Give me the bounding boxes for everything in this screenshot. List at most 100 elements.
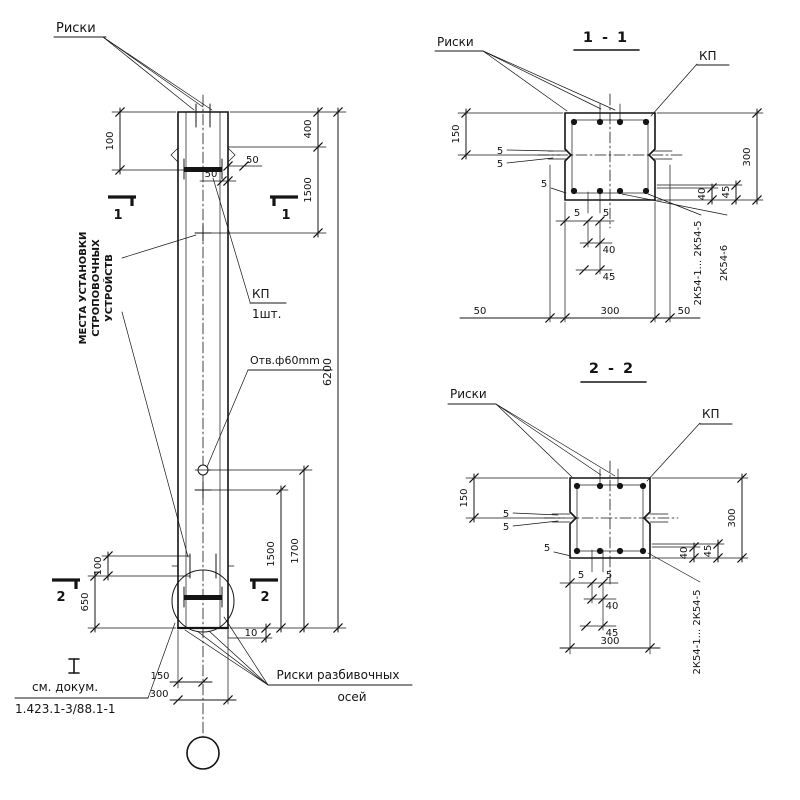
- section-1-1-riski-note: Риски: [434, 35, 616, 112]
- elevation-view: 1 1 2 2 Риски: [14, 21, 413, 770]
- dim-100-top: 100: [105, 107, 185, 175]
- dim-5-label: 5: [503, 509, 509, 520]
- section-1-1-dims-bottom-row: 50 300 50: [459, 164, 701, 323]
- bottom-axis-marks: [171, 553, 235, 579]
- axes-note-line2: осей: [337, 690, 366, 704]
- dim-10-label: 10: [245, 628, 258, 639]
- dim-150-label: 150: [459, 488, 470, 507]
- dim-5-label: 5: [574, 208, 580, 219]
- dim-300-label: 300: [742, 147, 753, 166]
- dim-40-label: 40: [697, 188, 708, 201]
- kp-label: КП: [702, 407, 720, 421]
- dim-5-label: 5: [606, 570, 612, 581]
- doc-note-line2: 1.423.1-3/88.1-1: [15, 702, 116, 716]
- dim-1500-bottom-label: 1500: [266, 541, 277, 566]
- dim-400-label: 400: [303, 119, 314, 138]
- riski-label: Риски: [437, 35, 474, 49]
- dim-300-base: 300: [149, 629, 237, 705]
- section-2-2-dim-150: 150: [459, 473, 569, 523]
- dim-5-label: 5: [503, 522, 509, 533]
- axes-note-line1: Риски разбивочных: [277, 668, 400, 682]
- doc-reference-note: см. докум. 1.423.1-3/88.1-1: [14, 622, 176, 716]
- dim-100-bottom: 100: [87, 551, 191, 581]
- section-1-1-dims-bottom-small: 5 5 40 45: [555, 208, 616, 283]
- dim-1500-top-label: 1500: [303, 177, 314, 202]
- dim-40-label: 40: [679, 547, 690, 560]
- axes-note: Риски разбивочных осей: [184, 616, 413, 704]
- section-2-2-dims-right: 40 45 300: [651, 473, 749, 563]
- lifting-note-line1: МЕСТА УСТАНОВКИ: [78, 232, 89, 345]
- dim-45-label: 45: [603, 272, 616, 283]
- kp-label: КП: [699, 49, 717, 63]
- lifting-note-line2: СТРОПОВОЧНЫХ: [91, 239, 102, 337]
- dim-300-label: 300: [600, 306, 619, 317]
- rebar-dots: [570, 118, 650, 195]
- dim-300-label: 300: [600, 636, 619, 647]
- section-marker-1-right: 1: [270, 195, 298, 223]
- section-marker-2-left: 2: [52, 578, 80, 605]
- dim-1500-bottom: 1500: [210, 485, 289, 633]
- section-2-2-view: 2 - 2 Риски: [447, 361, 749, 675]
- lifting-note-line3: УСТРОЙСТВ: [102, 254, 115, 322]
- detail-circle: [171, 569, 235, 633]
- section-2-2-riski-note: Риски: [447, 387, 616, 478]
- lifting-point-upper: [194, 224, 212, 242]
- section-2-2-kp-note: КП: [646, 407, 733, 482]
- dim-45-label: 45: [606, 628, 619, 639]
- section-2-number: 2: [56, 590, 65, 605]
- hole-note: Отв.ф60mm: [206, 354, 333, 468]
- dim-5-label: 5: [544, 543, 550, 554]
- dim-5-label: 5: [497, 146, 503, 157]
- roman-one-mark: [68, 658, 80, 674]
- dim-5-label: 5: [497, 159, 503, 170]
- kp-plate-top: [183, 158, 223, 180]
- section-1-1-dim-5-left: 5 5 5: [497, 146, 567, 194]
- dim-300-label: 300: [727, 508, 738, 527]
- dim-5-label: 5: [541, 179, 547, 190]
- dim-150-label: 150: [150, 671, 169, 682]
- section-1-number: 1: [281, 208, 290, 223]
- dim-40-label: 40: [603, 245, 616, 256]
- section-2-2-dims-bottom-small: 5 5 40 45: [559, 570, 619, 639]
- rebar-dots: [573, 482, 647, 555]
- axis-datum-circle: [186, 736, 220, 770]
- dim-5-label: 5: [578, 570, 584, 581]
- section-2-2-dim-300-bottom: 300: [559, 559, 661, 655]
- dim-40-label: 40: [606, 601, 619, 612]
- column-outline: [176, 94, 230, 738]
- section-2-2-title: 2 - 2: [580, 361, 647, 383]
- dim-150-base: 150: [150, 629, 213, 689]
- section-2-2-rebar-refs: 2К54-1... 2К54-5: [647, 552, 703, 675]
- riski-label: Риски: [56, 21, 96, 36]
- doc-note-line1: см. докум.: [32, 680, 98, 694]
- dim-50-label: 50: [678, 306, 691, 317]
- kp-qty-label: 1шт.: [252, 307, 281, 321]
- section-1-1-title-text: 1 - 1: [583, 30, 629, 46]
- kp-label: КП: [252, 287, 270, 301]
- section-1-1-view: 1 - 1 Риски: [434, 30, 764, 323]
- dim-50-a-label: 50: [205, 169, 218, 180]
- dim-650-label: 650: [80, 592, 91, 611]
- section-2-2-title-text: 2 - 2: [589, 361, 635, 377]
- rebar-ref-1: 2К54-1... 2К54-5: [692, 589, 703, 674]
- section-marker-2-right: 2: [250, 578, 278, 605]
- lifting-devices-note: МЕСТА УСТАНОВКИ СТРОПОВОЧНЫХ УСТРОЙСТВ: [78, 232, 197, 558]
- riski-note: Риски: [53, 21, 213, 111]
- dim-150-label: 150: [451, 124, 462, 143]
- dim-45-label: 45: [703, 545, 714, 558]
- section-1-1-kp-note: КП: [650, 49, 730, 117]
- top-axis-marks: [170, 103, 236, 163]
- lifting-point-lower: [194, 481, 212, 499]
- kp-plate-bottom: [183, 586, 223, 608]
- dim-45-label: 45: [721, 186, 732, 199]
- dim-300-label: 300: [149, 689, 168, 700]
- dim-100-label: 100: [105, 131, 116, 150]
- dim-1700: 1700: [207, 465, 313, 633]
- riski-label: Риски: [450, 387, 487, 401]
- section-2-2-body: [543, 460, 679, 585]
- dim-100-bottom-label: 100: [93, 556, 104, 575]
- section-1-1-rebar-refs: 2К54-1... 2К54-5 2К54-6: [621, 193, 730, 306]
- dim-5-label: 5: [603, 208, 609, 219]
